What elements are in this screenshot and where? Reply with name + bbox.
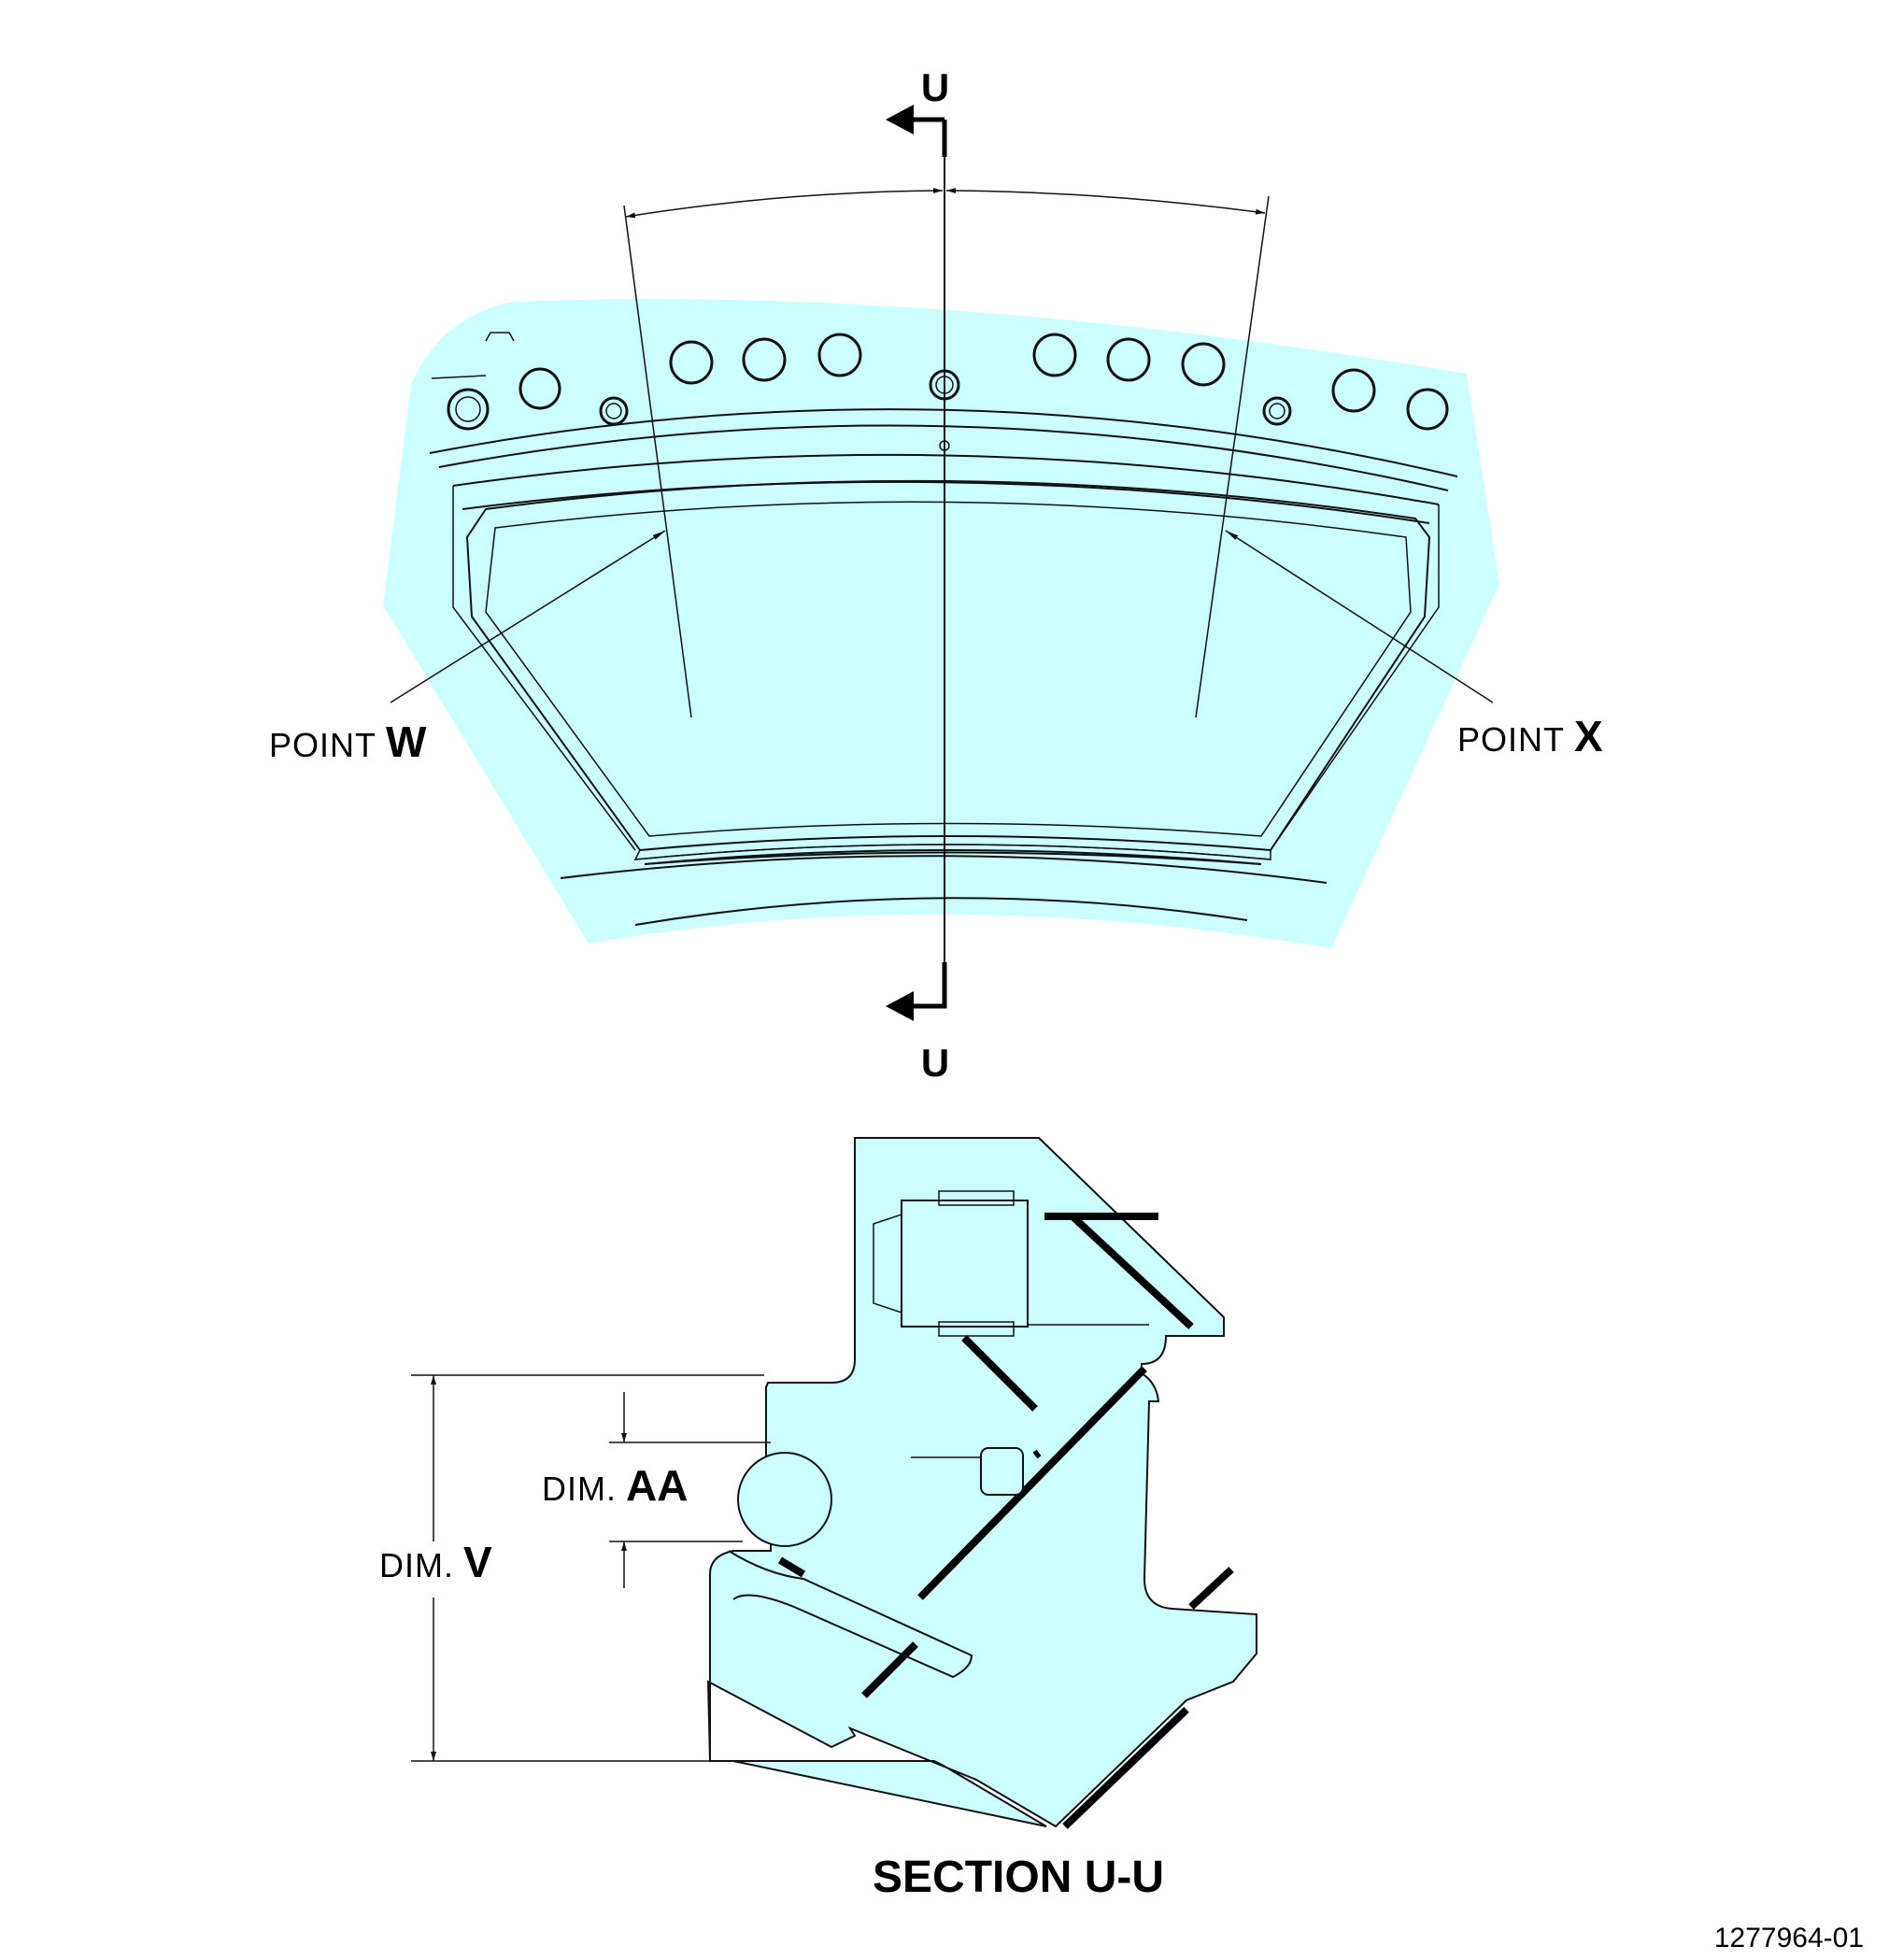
ring-segment (383, 299, 1499, 948)
point-x-leader (1225, 530, 1494, 703)
section-title: SECTION U-U (873, 1853, 1164, 1902)
dim-v-label: DIM.V (379, 1538, 492, 1586)
pin (737, 1452, 832, 1547)
dim-aa-label: DIM.AA (542, 1461, 688, 1510)
bolt-holes (447, 333, 1449, 451)
figure-number: 1277964-01 (1714, 1923, 1864, 1953)
section-view (411, 1137, 1257, 1829)
pocket-outline (465, 479, 1431, 852)
section-marker-top: U (921, 65, 949, 109)
section-marker-bottom: U (921, 1041, 949, 1085)
plan-view (383, 105, 1499, 1021)
point-w-leader (390, 530, 666, 703)
